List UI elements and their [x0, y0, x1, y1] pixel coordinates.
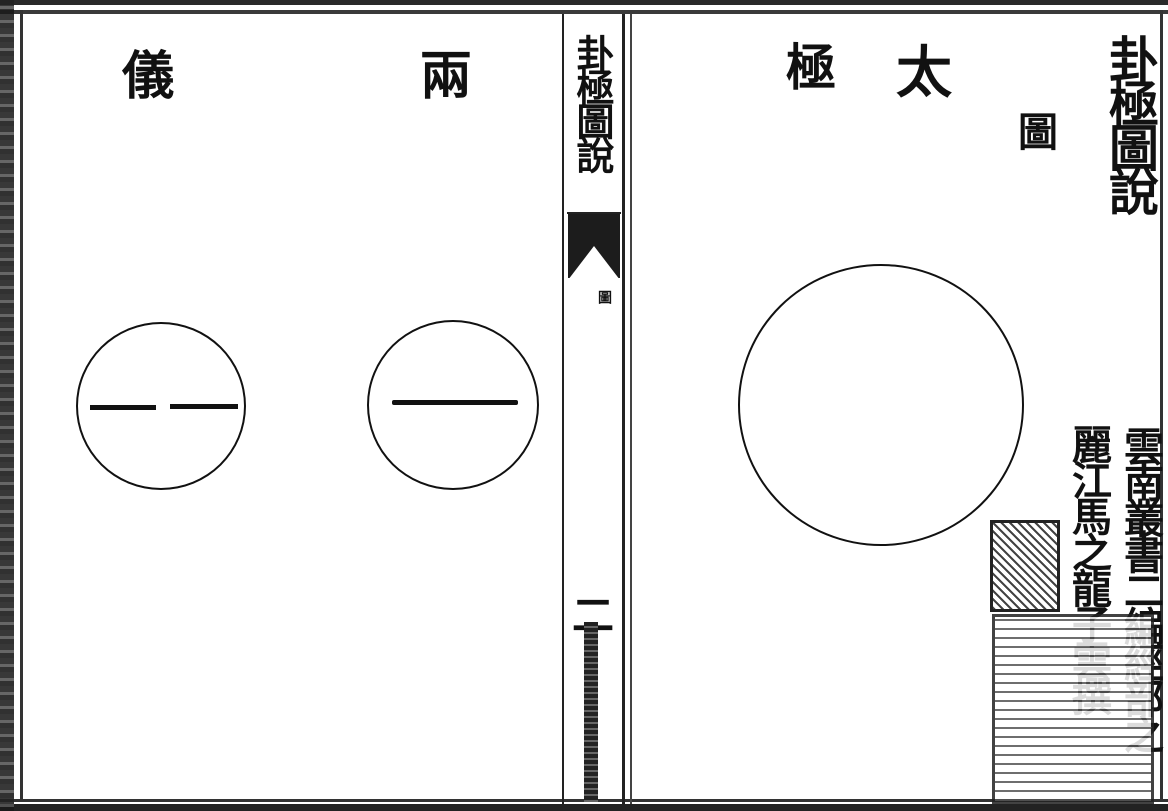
spine-fishtail-box: [567, 212, 621, 592]
spine-book-title: 卦極圖說: [570, 34, 615, 170]
left-binding-edge: [0, 0, 14, 811]
yang-line: [392, 400, 518, 405]
bottom-border: [0, 793, 1168, 811]
taiji-char-tai: 太: [896, 40, 952, 106]
right-book-title: 卦極圖說: [1101, 34, 1160, 210]
small-seal-stamp: [990, 520, 1060, 612]
yang-circle: [367, 320, 539, 490]
yin-circle: [76, 322, 246, 490]
liangyi-char-yi: 儀: [122, 46, 175, 107]
spine-rule-left: [562, 14, 564, 804]
large-seal-stamp: [992, 614, 1154, 804]
taiji-circle: [738, 264, 1024, 546]
top-border: [0, 0, 1168, 22]
taiji-char-tu: 圖: [1018, 109, 1058, 156]
liangyi-char-liang: 兩: [420, 46, 473, 107]
spine-lower-block: [584, 622, 598, 802]
yin-line-right: [170, 404, 238, 409]
spine-section-label: 圖: [596, 290, 612, 304]
right-page-rule: [1160, 10, 1163, 800]
yin-line-left: [90, 405, 156, 410]
right-page-left-rule: [630, 14, 632, 804]
spine-rule-right: [622, 14, 625, 804]
left-page-rule: [20, 10, 23, 800]
taiji-char-ji: 極: [786, 38, 836, 97]
